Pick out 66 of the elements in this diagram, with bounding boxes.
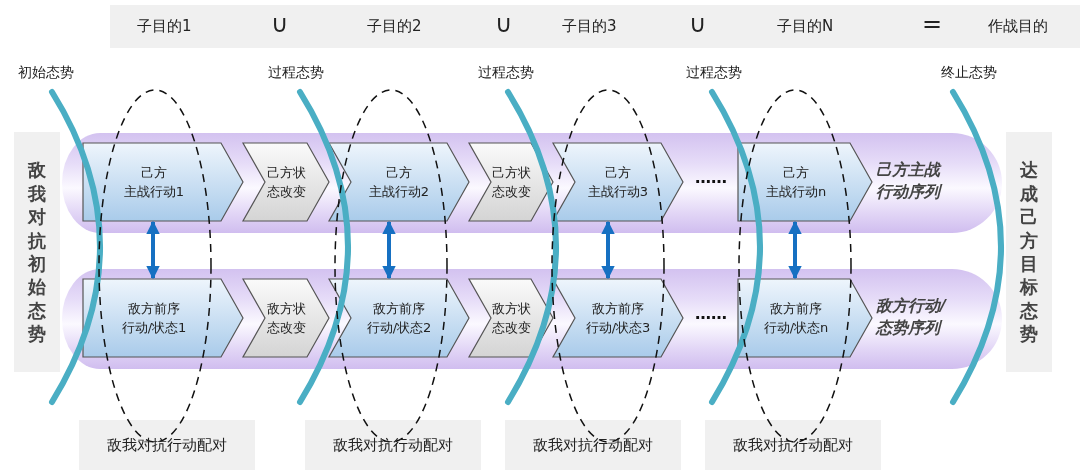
action-text: 主战行动1 [123,183,185,201]
action-step-block [329,279,469,357]
action-step-block [83,143,243,221]
sequence-pipe [62,133,1002,233]
pairing-text: 敌我对抗行动配对 [533,435,653,455]
action-text: 行动/状态1 [121,319,187,337]
action-step-block [738,143,872,221]
state-change-step-block [469,143,553,221]
state-change-text: 敌方状态改变 [266,299,306,337]
action-text: 敌方前序 [770,299,822,318]
pairing-box [705,420,881,470]
action-text: 敌方前序 [592,299,644,318]
goal-text: 子目的3 [562,17,617,36]
action-text: 主战行动3 [587,183,649,201]
double-arrow [382,220,396,280]
pairing-text: 敌我对抗行动配对 [107,435,227,455]
action-text: 行动/状态n [763,319,829,337]
sequence-title: 己方主战行动序列 [876,159,950,204]
action-text: 主战行动2 [368,183,430,201]
action-text: 己方 [386,163,412,182]
action-step-block [329,143,469,221]
state-change-step-block [243,279,329,357]
goal-text: 子目的1 [137,17,192,36]
action-step-block [83,279,243,357]
state-change-step-block [243,143,329,221]
situation-label: 终止态势 [939,64,998,82]
pairing-text: 敌我对抗行动配对 [733,435,853,455]
situation-text: 达成己方目标态势 [1020,158,1038,346]
double-arrow [146,220,160,280]
action-text: 主战行动n [765,183,827,201]
goal-text: 子目的2 [367,17,422,36]
pairing-box [505,420,681,470]
state-change-step-block [469,279,553,357]
action-text: 己方 [141,163,167,182]
ellipsis-text: …… [694,168,728,187]
situation-label: 过程态势 [684,64,743,82]
operator-symbol: = [922,10,943,38]
action-text: 己方 [605,163,631,182]
situation-label: 过程态势 [476,64,535,82]
sequence-title: 敌方行动/态势序列 [876,295,948,340]
pairing-text: 敌我对抗行动配对 [333,435,453,455]
pairing-box [305,420,481,470]
goal-text: 子目的N [777,17,834,36]
situation-label: 初始态势 [16,64,75,82]
action-text: 敌方前序 [128,299,180,318]
double-arrow [601,220,615,280]
action-step-block [553,143,683,221]
operator-symbol: ∪ [271,10,289,38]
action-text: 敌方前序 [373,299,425,318]
pairing-box [79,420,255,470]
goal-text: 作战目的 [988,17,1048,36]
state-change-text: 己方状态改变 [266,163,306,201]
double-arrow [788,220,802,280]
situation-text: 敌我对抗初始态势 [28,158,46,346]
situation-label: 过程态势 [266,64,325,82]
action-step-block [738,279,872,357]
ellipsis-text: …… [694,304,728,323]
action-text: 己方 [783,163,809,182]
action-step-block [553,279,683,357]
state-change-text: 己方状态改变 [491,163,531,201]
operator-symbol: ∪ [689,10,707,38]
operator-symbol: ∪ [495,10,513,38]
state-change-text: 敌方状态改变 [491,299,531,337]
action-text: 行动/状态3 [585,319,651,337]
sequence-pipe [62,269,1002,369]
action-text: 行动/状态2 [366,319,432,337]
